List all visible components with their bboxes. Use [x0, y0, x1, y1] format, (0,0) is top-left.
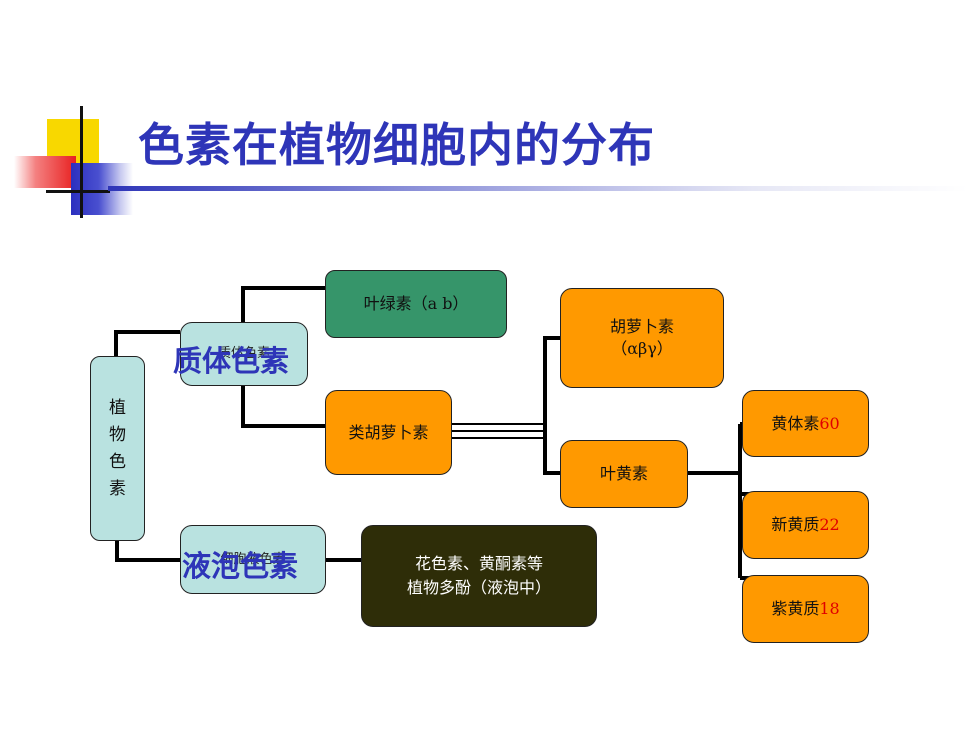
- node-carotene: 胡萝卜素 （αβγ）: [560, 288, 724, 388]
- node-plastid-pigments: 质体色素: [180, 322, 308, 386]
- node-neoxanthin-name: 新黄质: [771, 515, 820, 534]
- node-violaxanthin-name: 紫黄质: [771, 599, 820, 618]
- connector-carotenoid-xanthophyll: [543, 433, 560, 475]
- node-flavonoids: 花色素、黄酮素等 植物多酚（液泡中）: [361, 525, 597, 627]
- connector-plastid-chlorophyll: [241, 286, 325, 322]
- connector-root-vacuole: [115, 541, 180, 562]
- node-carotenoids: 类胡萝卜素: [325, 390, 452, 475]
- header-decoration-vertical-line: [80, 106, 83, 218]
- node-chlorophyll-label: 叶绿素（a b）: [363, 294, 469, 313]
- node-xanthophyll: 叶黄素: [560, 440, 688, 508]
- node-plant-pigments-char-1: 植: [109, 397, 126, 418]
- connector-carotenoid-carotene: [543, 336, 560, 433]
- page-title: 色素在植物细胞内的分布: [138, 118, 655, 172]
- node-carotene-name: 胡萝卜素: [609, 317, 674, 336]
- connector-root-plastid: [114, 330, 180, 356]
- node-flavonoids-line-1: 花色素、黄酮素等: [414, 554, 543, 573]
- node-lutein-name: 黄体素: [771, 413, 820, 433]
- node-chlorophyll: 叶绿素（a b）: [325, 270, 507, 338]
- node-flavonoids-line-2: 植物多酚（液泡中）: [406, 578, 551, 597]
- node-neoxanthin-percent: 22: [819, 515, 840, 534]
- node-plant-pigments: 植 物 色 素: [90, 356, 145, 541]
- title-underline: [108, 186, 968, 191]
- node-plant-pigments-char-2: 物: [109, 424, 126, 445]
- vacuole-pigments-label: 液泡色素: [182, 549, 299, 583]
- plastid-pigments-label: 质体色素: [173, 344, 290, 378]
- node-lutein-percent: 60: [819, 413, 840, 433]
- node-plastid-pigments-small-text: 质体色素: [217, 346, 270, 361]
- node-violaxanthin-percent: 18: [819, 599, 840, 618]
- header-decoration-horizontal-line: [46, 190, 110, 193]
- node-xanthophyll-label: 叶黄素: [599, 464, 648, 483]
- node-vacuole-pigments-small-text: 细胞液色素: [220, 551, 286, 567]
- node-plant-pigments-char-3: 色: [109, 451, 126, 472]
- header-decoration-red-bar: [14, 156, 76, 188]
- node-carotenoids-label: 类胡萝卜素: [348, 422, 429, 442]
- connector-plastid-carotenoid: [241, 386, 325, 428]
- node-carotene-types: （αβγ）: [611, 339, 673, 358]
- node-plant-pigments-char-4: 素: [109, 478, 126, 499]
- node-vacuole-pigments: 细胞液色素: [180, 525, 326, 594]
